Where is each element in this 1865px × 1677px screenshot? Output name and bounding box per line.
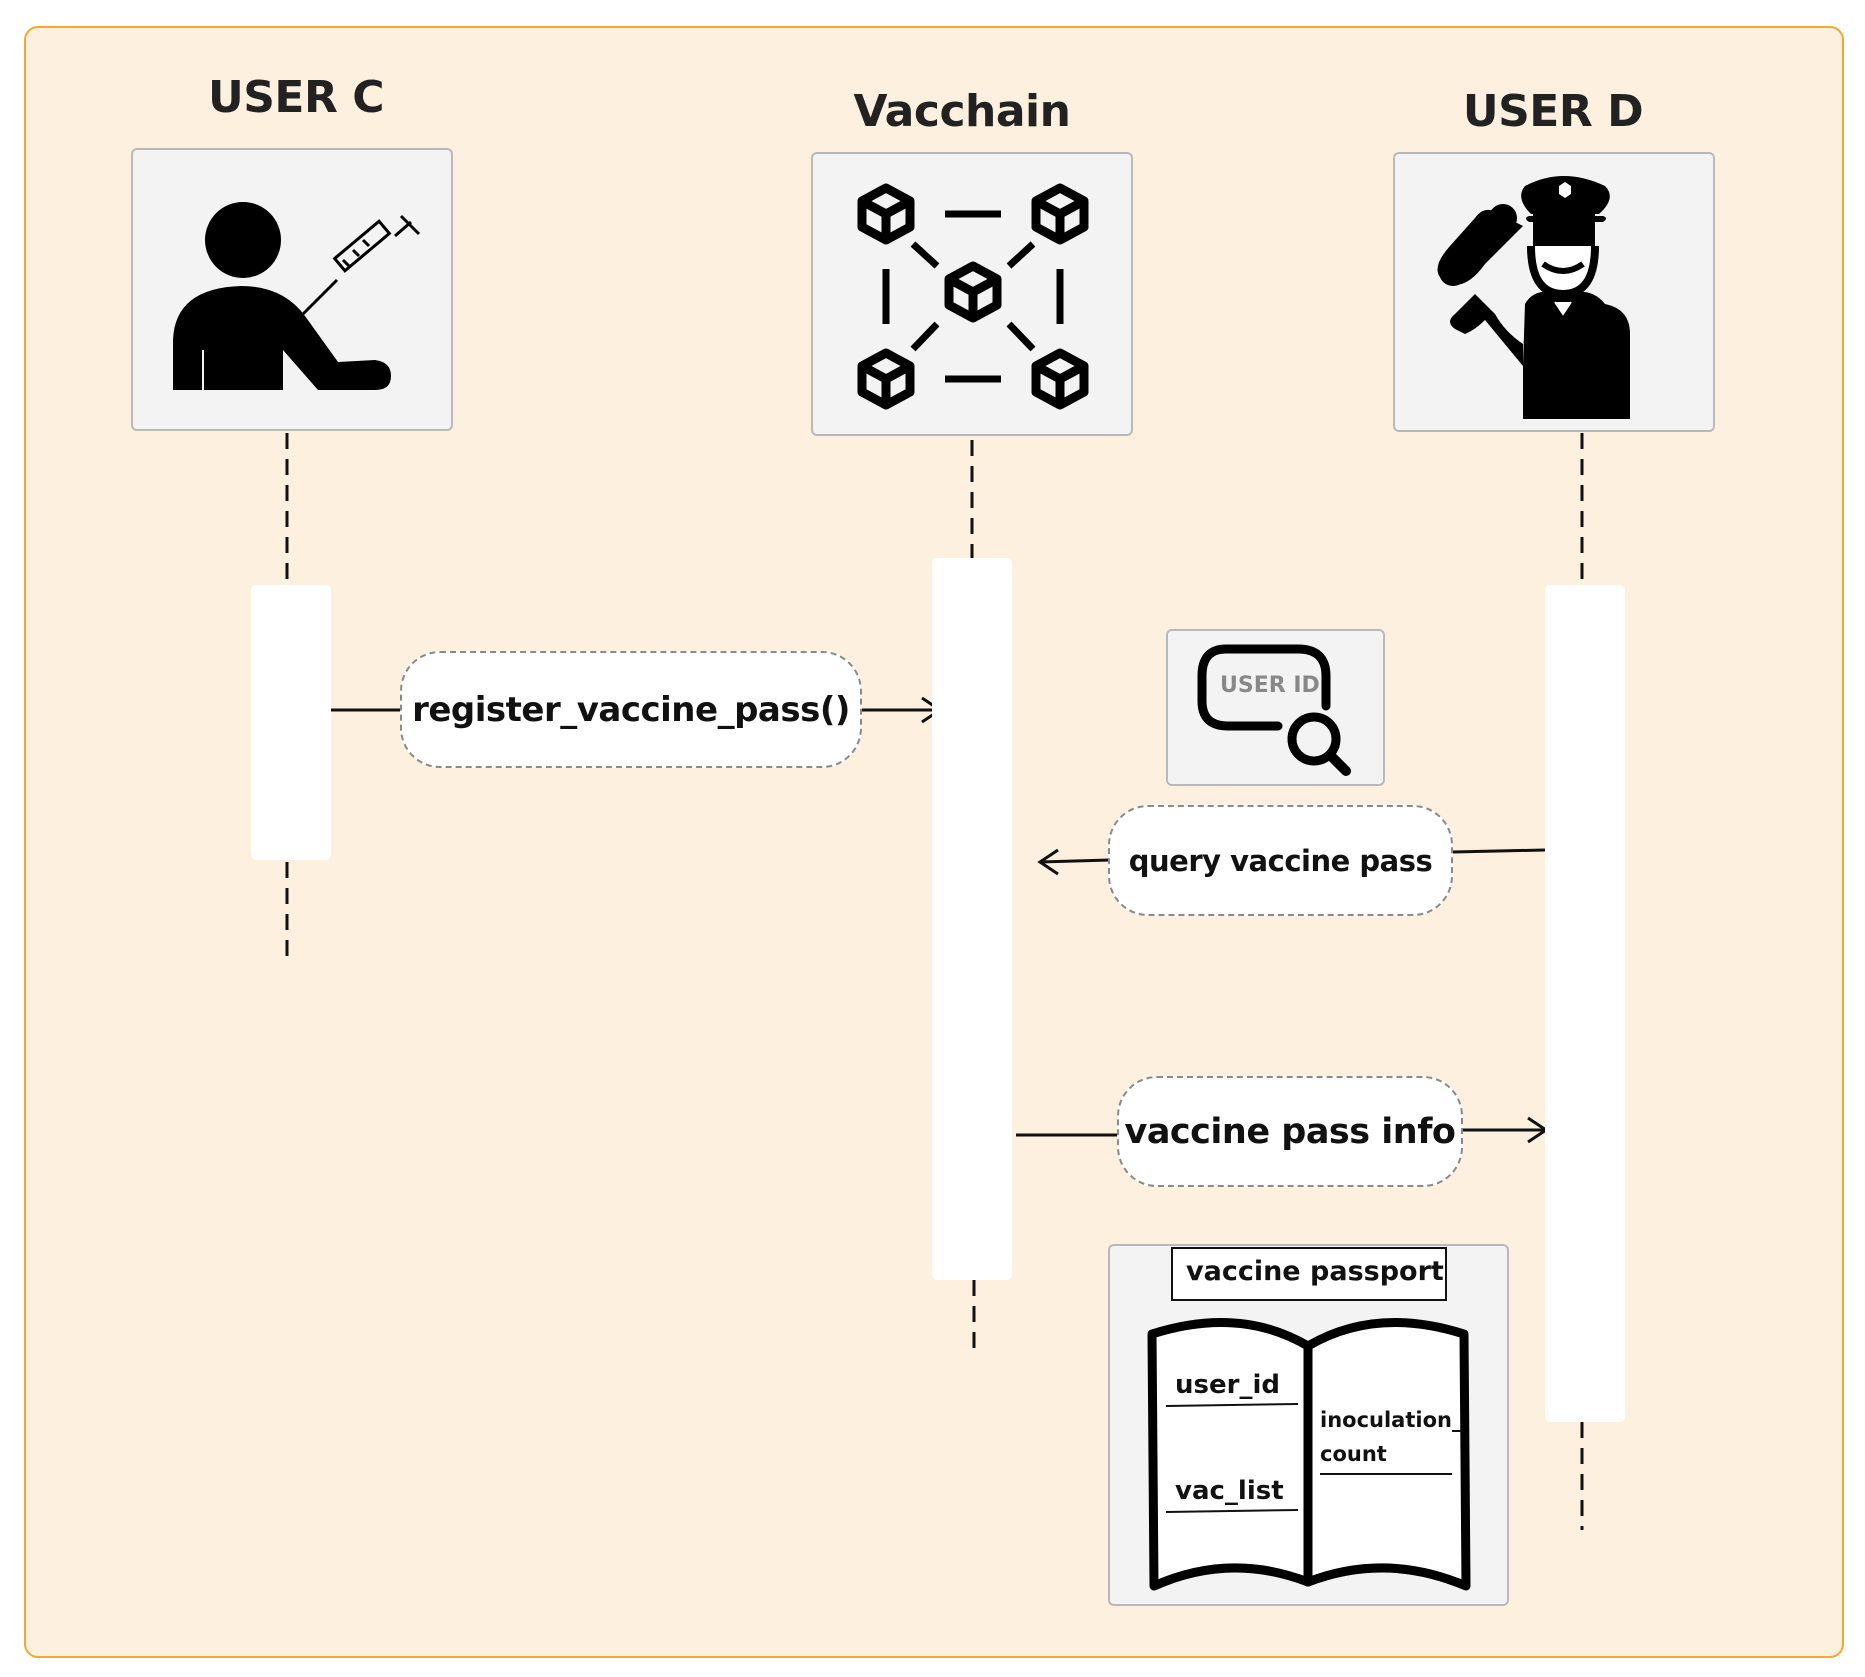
participant-title-vacchain: Vacchain — [853, 86, 1071, 137]
activation-bar-vacchain — [932, 558, 1012, 1280]
open-book-icon — [1147, 1318, 1471, 1591]
user-id-label: USER ID — [1220, 673, 1320, 698]
participant-title-user-c: USER C — [208, 72, 384, 123]
participant-box-user-c[interactable] — [131, 148, 453, 431]
user-id-card: USER ID — [1166, 629, 1385, 786]
arrowhead-query — [1037, 848, 1059, 876]
user-id-search-icon — [1197, 644, 1351, 776]
police-officer-salute-icon — [1437, 176, 1630, 419]
activation-bar-user-d — [1545, 585, 1625, 1422]
message-register-vaccine-pass[interactable]: register_vaccine_pass() — [400, 651, 862, 768]
activation-bar-user-c — [251, 585, 331, 860]
passport-title: vaccine passport — [1186, 1256, 1444, 1287]
participant-box-user-d[interactable] — [1393, 152, 1715, 432]
passport-title-box — [1171, 1247, 1447, 1301]
passport-field-inoculation-count-line1: inoculation_ — [1320, 1408, 1463, 1432]
passport-field-user-id: user_id — [1175, 1370, 1280, 1400]
message-vaccine-pass-info[interactable]: vaccine pass info — [1117, 1076, 1463, 1187]
message-query-vaccine-pass[interactable]: query vaccine pass — [1108, 805, 1453, 916]
person-vaccination-icon — [173, 202, 421, 390]
arrow-query-tail — [1452, 848, 1546, 854]
vaccine-passport-card: vaccine passport user_id vac_list inocul… — [1108, 1244, 1509, 1606]
arrow-query-head — [1039, 858, 1111, 864]
passport-field-vac-list: vac_list — [1175, 1476, 1284, 1506]
participant-title-user-d: USER D — [1462, 86, 1644, 137]
passport-field-inoculation-count-line2: count — [1320, 1442, 1387, 1466]
blockchain-network-icon — [813, 154, 1135, 438]
participant-box-vacchain[interactable] — [811, 152, 1133, 436]
